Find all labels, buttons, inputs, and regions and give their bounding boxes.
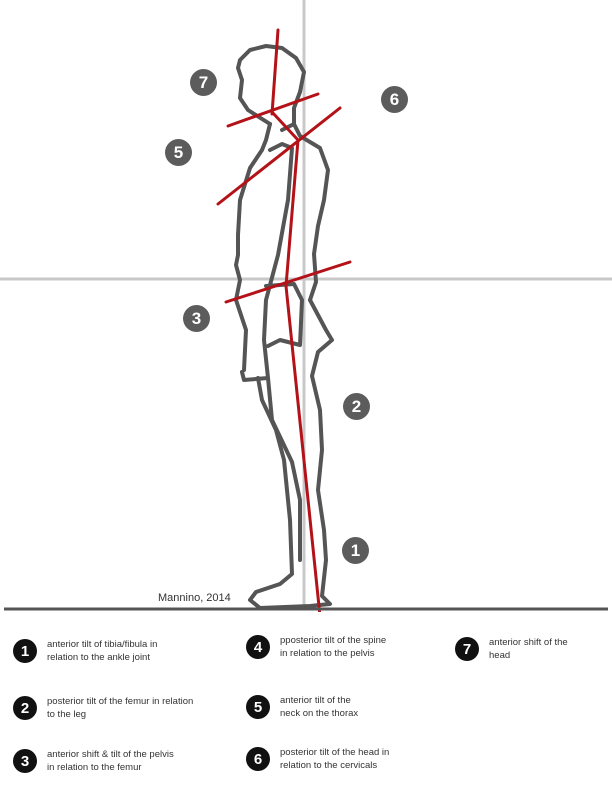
legend-line: posterior tilt of the head in	[280, 747, 390, 758]
legend-line: neck on the thorax	[280, 708, 359, 719]
legend-item-2: 2 posterior tilt of the femur in relatio…	[13, 696, 212, 721]
legend-item-7: 7 anterior shift of the head	[455, 637, 609, 662]
legend-text: anterior shift & tilt of the pelvis in r…	[47, 748, 197, 774]
legend-line: head	[489, 650, 511, 661]
legend-line: anterior tilt of the	[280, 695, 351, 706]
legend-badge: 3	[13, 749, 37, 773]
spine-line	[270, 110, 300, 142]
legend-line: pposterior tilt of the spine	[280, 635, 387, 646]
posture-figure: 7 6 5 3 2 1 Mannino, 2014	[0, 0, 612, 618]
front-outline	[234, 122, 272, 372]
head-tilt-line	[226, 92, 320, 128]
legend-badge: 4	[246, 635, 270, 659]
legend-line: anterior shift & tilt of the pelvis	[47, 749, 174, 760]
legend-text: posterior tilt of the femur in relation …	[47, 695, 212, 721]
legend-text: anterior tilt of tibia/fibula in relatio…	[47, 638, 197, 664]
legend-line: anterior shift of the	[489, 637, 568, 648]
legend-item-3: 3 anterior shift & tilt of the pelvis in…	[13, 749, 197, 774]
figure-badge-2: 2	[343, 393, 370, 420]
legend-badge: 5	[246, 695, 270, 719]
head-vertical-line	[270, 28, 280, 116]
legend-text: anterior tilt of the neck on the thorax	[280, 694, 430, 720]
legend-badge: 7	[455, 637, 479, 661]
arm-outline	[240, 142, 294, 382]
figure-badge-5: 5	[165, 139, 192, 166]
legend-item-5: 5 anterior tilt of the neck on the thora…	[246, 695, 430, 720]
legend-item-4: 4 pposterior tilt of the spine in relati…	[246, 635, 430, 660]
posture-diagram	[0, 0, 612, 618]
figure-badge-6: 6	[381, 86, 408, 113]
body-outline	[234, 44, 334, 610]
figure-badge-7: 7	[190, 69, 217, 96]
pelvis-tilt-line	[224, 260, 352, 304]
legend-badge: 1	[13, 639, 37, 663]
alignment-lines	[216, 28, 352, 618]
hip-outline	[264, 282, 304, 348]
legend-text: pposterior tilt of the spine in relation…	[280, 634, 430, 660]
figure-badge-1: 1	[342, 537, 369, 564]
legend-line: relation to the ankle joint	[47, 652, 150, 663]
legend-line: in relation to the pelvis	[280, 648, 375, 659]
legend-item-6: 6 posterior tilt of the head in relation…	[246, 747, 430, 772]
legend-badge: 6	[246, 747, 270, 771]
credit-text: Mannino, 2014	[158, 592, 231, 604]
figure-badge-3: 3	[183, 305, 210, 332]
front-leg-outline	[266, 376, 302, 562]
legend-text: anterior shift of the head	[489, 636, 609, 662]
legend-badge: 2	[13, 696, 37, 720]
legend-line: in relation to the femur	[47, 762, 142, 773]
leg-line	[284, 284, 322, 618]
legend-text: posterior tilt of the head in relation t…	[280, 746, 430, 772]
legend-line: anterior tilt of tibia/fibula in	[47, 639, 158, 650]
legend-line: relation to the cervicals	[280, 760, 378, 771]
legend-line: to the leg	[47, 709, 87, 720]
legend-item-1: 1 anterior tilt of tibia/fibula in relat…	[13, 639, 197, 664]
neck-tilt-line	[216, 106, 342, 206]
trunk-line	[284, 138, 300, 288]
back-leg-outline	[248, 298, 334, 610]
legend-line: posterior tilt of the femur in relation	[47, 696, 194, 707]
